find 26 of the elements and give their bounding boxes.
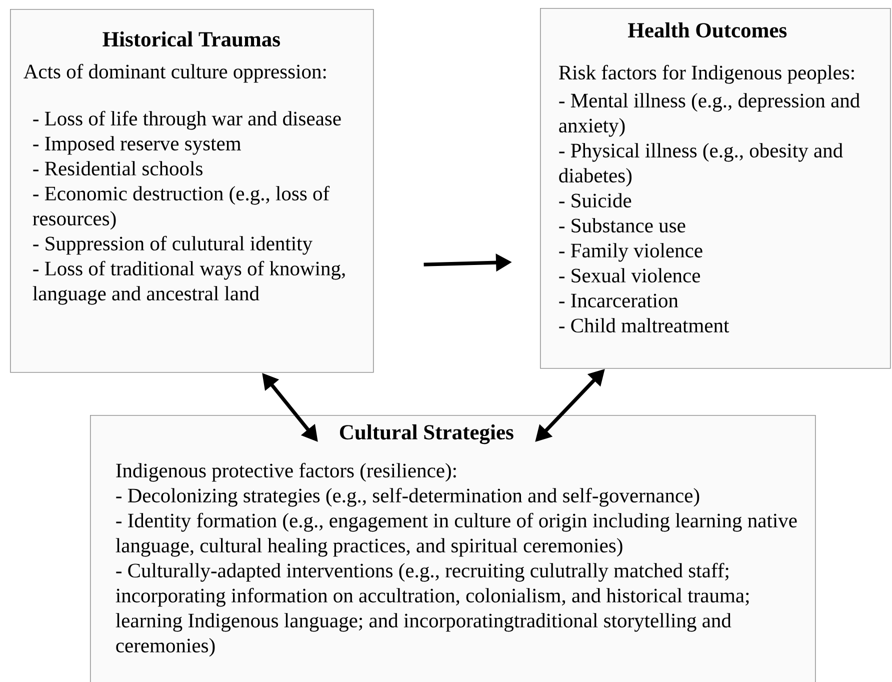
list-item: - Sexual violence <box>559 268 700 283</box>
list-item: - Child maltreatment <box>559 318 730 333</box>
text-box <box>10 9 374 373</box>
list-item: - Loss of traditional ways of knowing, language and ancestral land <box>32 260 345 305</box>
list-item: - Substance use <box>559 218 686 233</box>
list-item: - Culturally-adapted interventions (e.g., recruiting culutrally matched staff; incorporating information on accultration, colonialism, and historical trauma; learning Indigenous language; and incorporatingtraditional storytelling and ceremonies) <box>116 562 749 657</box>
list-item: - Decolonizing strategies (e.g., self-determination and self-governance) <box>116 488 700 507</box>
heading: Historical Traumas <box>102 31 280 47</box>
text-box <box>90 415 816 682</box>
text-box <box>540 8 891 369</box>
list-item: - Suppression of culutural identity <box>33 236 312 255</box>
heading: Health Outcomes <box>628 22 787 38</box>
list-item: - Residential schools <box>33 161 202 176</box>
intro-text: Acts of dominant culture oppression: <box>24 64 326 83</box>
intro-text: Risk factors for Indigenous peoples: <box>559 64 854 84</box>
list-item: - Loss of life through war and disease <box>33 110 341 130</box>
heading: Cultural Strategies <box>340 424 514 444</box>
list-item: - Physical illness (e.g., obesity and diabetes) <box>559 143 843 187</box>
intro-text: Indigenous protective factors (resilience): <box>116 462 456 482</box>
list-item: - Economic destruction (e.g., loss of resources) <box>32 186 330 230</box>
list-item: - Imposed reserve system <box>33 136 241 155</box>
list-item: - Identity formation (e.g., engagement in culture of origin including learning native language, cultural healing practices, and spiritual ceremonies) <box>116 512 797 557</box>
list-item: - Mental illness (e.g., depression and anxiety) <box>559 93 860 137</box>
list-item: - Suicide <box>559 193 632 208</box>
list-item: - Incarceration <box>559 294 678 308</box>
list-item: - Family violence <box>559 243 702 262</box>
